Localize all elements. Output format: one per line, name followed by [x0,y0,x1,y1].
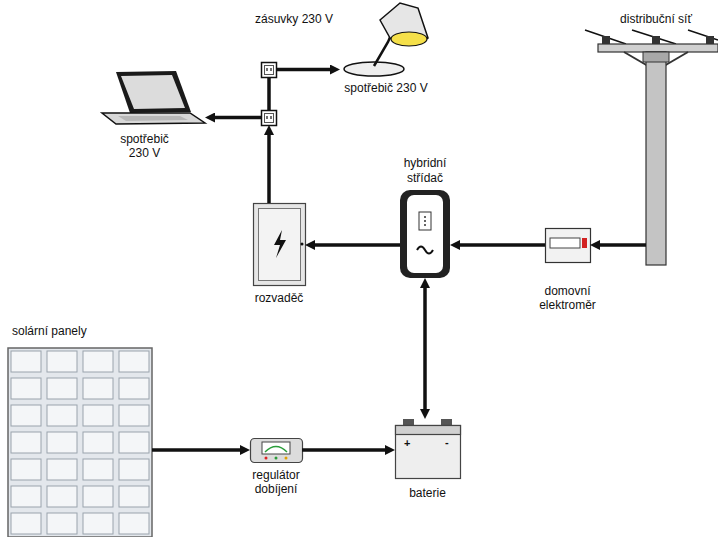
solar-panel [8,348,152,537]
socket-icon-part [267,77,271,110]
node-label: domovní elektroměr [532,284,604,313]
power-pole-part [585,30,626,44]
power-pole-part [652,36,660,44]
meter-icon [546,229,591,263]
socket-icon-part [266,68,267,71]
distribution-board-part [274,230,286,258]
solar-panel: solární panely [8,348,152,537]
inverter-icon [400,190,450,278]
socket-icon-part [265,66,274,75]
lamp-icon-part [391,32,427,46]
node-label: zásuvky 230 V [255,12,333,26]
laptop-icon-part [116,71,191,113]
charge-regulator [251,439,303,463]
power-pole-part [598,44,718,52]
inverter-icon-part [400,190,450,278]
socket-icon-part [270,116,271,119]
lamp-icon [344,3,428,76]
laptop-icon [102,71,205,124]
power-pole-part [706,36,714,44]
inverter-icon-part [407,195,443,273]
charge-regulator-part [262,442,290,454]
meter-icon-part [550,238,580,248]
distribution-grid: distribuční síť [646,45,666,265]
charge-regulator-part [265,457,268,460]
socket-icon-part [262,111,277,126]
battery-icon-part [441,419,452,425]
charge-regulator-part [265,447,287,453]
node-label: distribuční síť [620,12,692,26]
meter-icon-part [546,229,591,263]
power-pole [585,30,718,265]
terminal-sign: + [404,438,410,449]
power-line [211,116,261,120]
node-label: regulátor dobíjení [243,468,309,497]
laptop-appliance: spotřebič 230 V [100,70,205,125]
laptop-icon-part [118,116,188,121]
power-pole-part [646,52,666,265]
power-line [302,448,389,452]
laptop-icon-part [102,113,205,124]
power-pole-part [632,30,676,44]
battery-icon-part [396,426,461,435]
node-label: solární panely [12,324,87,338]
power-pole-part [602,36,610,44]
power-line [277,68,334,72]
energy-meter: domovní elektroměr [545,228,590,262]
power-pole-part [643,52,669,62]
node-label: rozvaděč [255,291,304,305]
distribution-board: rozvaděč [253,203,305,285]
distribution-board-part [259,209,301,281]
inverter-icon-part [424,216,426,226]
power-line [152,448,244,452]
charge-regulator-part [251,439,303,463]
power-line [596,243,646,247]
power-line [423,284,427,413]
socket-icon-part [262,63,277,78]
socket-icon-part [266,116,267,119]
socket-pair: zásuvky 230 V [261,62,277,125]
power-line [456,243,545,247]
inverter-icon-part [417,247,433,254]
inverter-icon-part [419,212,431,230]
power-line [311,243,400,247]
battery-icon-part [403,419,414,425]
battery-icon [396,419,461,479]
power-line [267,131,271,203]
charge-regulator: regulátor dobíjení [250,438,302,462]
node-label: baterie [409,486,446,500]
laptop-icon-part [121,75,185,109]
battery-icon-part [396,426,461,479]
distribution-board-part [254,204,306,286]
charge-regulator-part [285,457,288,460]
hybrid-inverter: hybridní střídač [400,190,450,278]
lamp-appliance: spotřebič 230 V [340,0,432,78]
meter-icon-part [582,238,587,248]
solar-panel-part [8,348,152,537]
terminal-sign: - [445,437,449,448]
node-label: hybridní střídač [394,156,456,185]
socket-icon-part [270,68,271,71]
charge-regulator-part [275,457,278,460]
distribution-board-part [301,243,304,246]
socket-icon [262,63,277,126]
node-label: spotřebič 230 V [110,132,180,161]
socket-icon-part [265,114,274,123]
distribution-board [254,204,306,286]
node-label: spotřebič 230 V [344,81,427,95]
